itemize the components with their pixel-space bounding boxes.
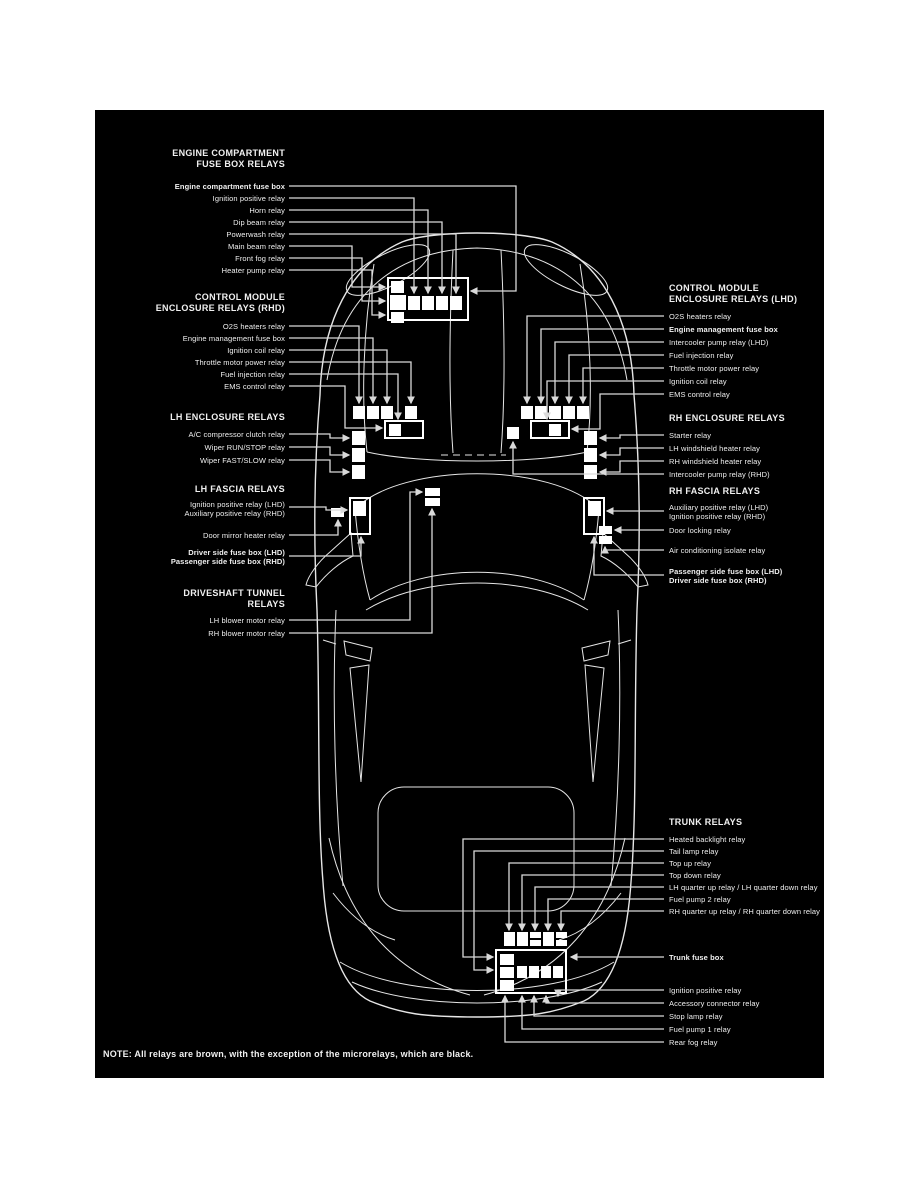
- label-fuel-injection-relay-lh: Fuel injection relay: [220, 370, 285, 379]
- label-lh-blower-motor-relay: LH blower motor relay: [209, 616, 285, 625]
- heading-engine-compartment-fuse-box-relays: ENGINE COMPARTMENT FUSE BOX RELAYS: [172, 148, 285, 169]
- rh-fascia-relay-box: [583, 497, 612, 544]
- label-front-fog-relay: Front fog relay: [235, 254, 285, 263]
- label-ignition-positive-relay-rhd: Ignition positive relay (RHD): [669, 512, 766, 521]
- driveshaft-tunnel-relays: [425, 488, 440, 506]
- windshield-bottom: [369, 571, 585, 601]
- top-well-right: [581, 640, 611, 783]
- label-door-mirror-heater-relay: Door mirror heater relay: [202, 531, 285, 540]
- cowl-line: [366, 451, 588, 462]
- a-pillars: [354, 508, 600, 601]
- heading-control-module-enclosure-lhd: CONTROL MODULE ENCLOSURE RELAYS (LHD): [669, 283, 798, 304]
- label-intercooler-pump-relay-lhd: Intercooler pump relay (LHD): [669, 338, 769, 347]
- label-air-conditioning-isolate-relay: Air conditioning isolate relay: [669, 546, 766, 555]
- label-lh-quarter-up-down-relay: LH quarter up relay / LH quarter down re…: [669, 883, 818, 892]
- lh-enclosure-relays: [352, 431, 365, 479]
- trunk-fuse-box: [495, 949, 567, 994]
- label-throttle-motor-power-relay-lh: Throttle motor power relay: [194, 358, 285, 367]
- rear-quarter-lines: [332, 892, 622, 941]
- label-wiper-fast-slow-relay: Wiper FAST/SLOW relay: [199, 456, 285, 465]
- lh-fascia-relay-box: [331, 497, 371, 535]
- heading-rh-enclosure-relays: RH ENCLOSURE RELAYS: [669, 413, 785, 423]
- label-rh-blower-motor-relay: RH blower motor relay: [208, 629, 285, 638]
- heading-control-module-enclosure-rhd: CONTROL MODULE ENCLOSURE RELAYS (RHD): [155, 292, 285, 313]
- label-powerwash-relay: Powerwash relay: [226, 230, 285, 239]
- label-main-beam-relay: Main beam relay: [228, 242, 285, 251]
- label-ac-compressor-clutch-relay: A/C compressor clutch relay: [188, 430, 285, 439]
- label-rh-quarter-up-down-relay: RH quarter up relay / RH quarter down re…: [669, 907, 821, 916]
- b-pillar-marks: [322, 639, 632, 645]
- rear-bumper-lines: [339, 961, 615, 1004]
- label-accessory-connector-relay: Accessory connector relay: [669, 999, 760, 1008]
- diagram-background: [95, 110, 824, 1078]
- label-rear-fog-relay: Rear fog relay: [669, 1038, 718, 1047]
- windshield-bottom-outer: [365, 582, 589, 611]
- engine-compartment-fuse-box: [387, 277, 469, 323]
- relay-boxes: [331, 277, 612, 994]
- heading-lh-fascia-relays: LH FASCIA RELAYS: [194, 484, 285, 494]
- label-heated-backlight-relay: Heated backlight relay: [669, 835, 746, 844]
- label-engine-compartment-fuse-box: Engine compartment fuse box: [174, 182, 285, 191]
- hood-center-lines: [449, 249, 505, 454]
- label-wiper-run-stop-relay: Wiper RUN/STOP relay: [204, 443, 285, 452]
- label-throttle-motor-power-relay-rh: Throttle motor power relay: [669, 364, 760, 373]
- label-passenger-side-fuse-box-rhd: Passenger side fuse box (RHD): [170, 557, 285, 566]
- headlight-right: [523, 244, 609, 296]
- label-lh-windshield-heater-relay: LH windshield heater relay: [669, 444, 760, 453]
- leader-lines: [289, 185, 664, 1043]
- heading-lh-enclosure-relays: LH ENCLOSURE RELAYS: [170, 412, 285, 422]
- label-auxiliary-positive-relay-lhd: Auxiliary positive relay (LHD): [669, 503, 769, 512]
- top-well-left: [343, 640, 373, 783]
- label-o2s-heaters-relay-rh: O2S heaters relay: [669, 312, 732, 321]
- label-dip-beam-relay: Dip beam relay: [233, 218, 285, 227]
- label-ignition-coil-relay-rh: Ignition coil relay: [669, 377, 727, 386]
- label-trunk-fuse-box: Trunk fuse box: [669, 953, 724, 962]
- label-intercooler-pump-relay-rhd: Intercooler pump relay (RHD): [669, 470, 770, 479]
- label-ignition-positive-relay: Ignition positive relay: [212, 194, 285, 203]
- tonneau-panel: [377, 786, 575, 912]
- mirror-left: [305, 531, 354, 588]
- label-ignition-positive-relay-trunk: Ignition positive relay: [669, 986, 742, 995]
- rh-enclosure-relays: [584, 431, 597, 479]
- label-stop-lamp-relay: Stop lamp relay: [669, 1012, 723, 1021]
- label-tail-lamp-relay: Tail lamp relay: [669, 847, 719, 856]
- label-top-up-relay: Top up relay: [669, 859, 712, 868]
- label-fuel-pump-2-relay: Fuel pump 2 relay: [669, 895, 731, 904]
- label-engine-management-fuse-box-rh: Engine management fuse box: [669, 325, 778, 334]
- label-fuel-injection-relay-rh: Fuel injection relay: [669, 351, 734, 360]
- mirror-right: [600, 531, 649, 588]
- label-driver-side-fuse-box-rhd: Driver side fuse box (RHD): [669, 576, 767, 585]
- label-horn-relay: Horn relay: [249, 206, 285, 215]
- label-ignition-coil-relay-lh: Ignition coil relay: [227, 346, 285, 355]
- rh-control-module-enclosure: [507, 406, 589, 439]
- label-starter-relay: Starter relay: [669, 431, 712, 440]
- heading-rh-fascia-relays: RH FASCIA RELAYS: [669, 486, 761, 496]
- label-driver-side-fuse-box-lhd: Driver side fuse box (LHD): [188, 548, 285, 557]
- label-ems-control-relay-rh: EMS control relay: [669, 390, 730, 399]
- label-rh-windshield-heater-relay: RH windshield heater relay: [669, 457, 762, 466]
- heading-trunk-relays: TRUNK RELAYS: [669, 817, 743, 827]
- windshield-top: [354, 473, 600, 510]
- label-o2s-heaters-relay-lh: O2S heaters relay: [222, 322, 285, 331]
- front-inner-line: [326, 247, 628, 381]
- heading-driveshaft-tunnel-relays: DRIVESHAFT TUNNEL RELAYS: [183, 588, 285, 609]
- label-passenger-side-fuse-box-lhd: Passenger side fuse box (LHD): [669, 567, 783, 576]
- label-fuel-pump-1-relay: Fuel pump 1 relay: [669, 1025, 731, 1034]
- label-ems-control-relay-lh: EMS control relay: [224, 382, 285, 391]
- trunk-relay-row: [504, 932, 567, 946]
- label-top-down-relay: Top down relay: [669, 871, 721, 880]
- label-ignition-positive-relay-lhd: Ignition positive relay (LHD): [189, 500, 285, 509]
- label-engine-management-fuse-box-lh: Engine management fuse box: [182, 334, 285, 343]
- label-door-locking-relay: Door locking relay: [669, 526, 731, 535]
- lh-control-module-enclosure: [353, 406, 424, 439]
- label-heater-pump-relay: Heater pump relay: [221, 266, 285, 275]
- rear-fender-lines: [328, 837, 626, 996]
- car-outline: [305, 232, 649, 1018]
- door-lines: [333, 609, 621, 887]
- body-outline: [314, 232, 640, 1018]
- footnote: NOTE: All relays are brown, with the exc…: [103, 1049, 474, 1059]
- label-auxiliary-positive-relay-rhd: Auxiliary positive relay (RHD): [184, 509, 285, 518]
